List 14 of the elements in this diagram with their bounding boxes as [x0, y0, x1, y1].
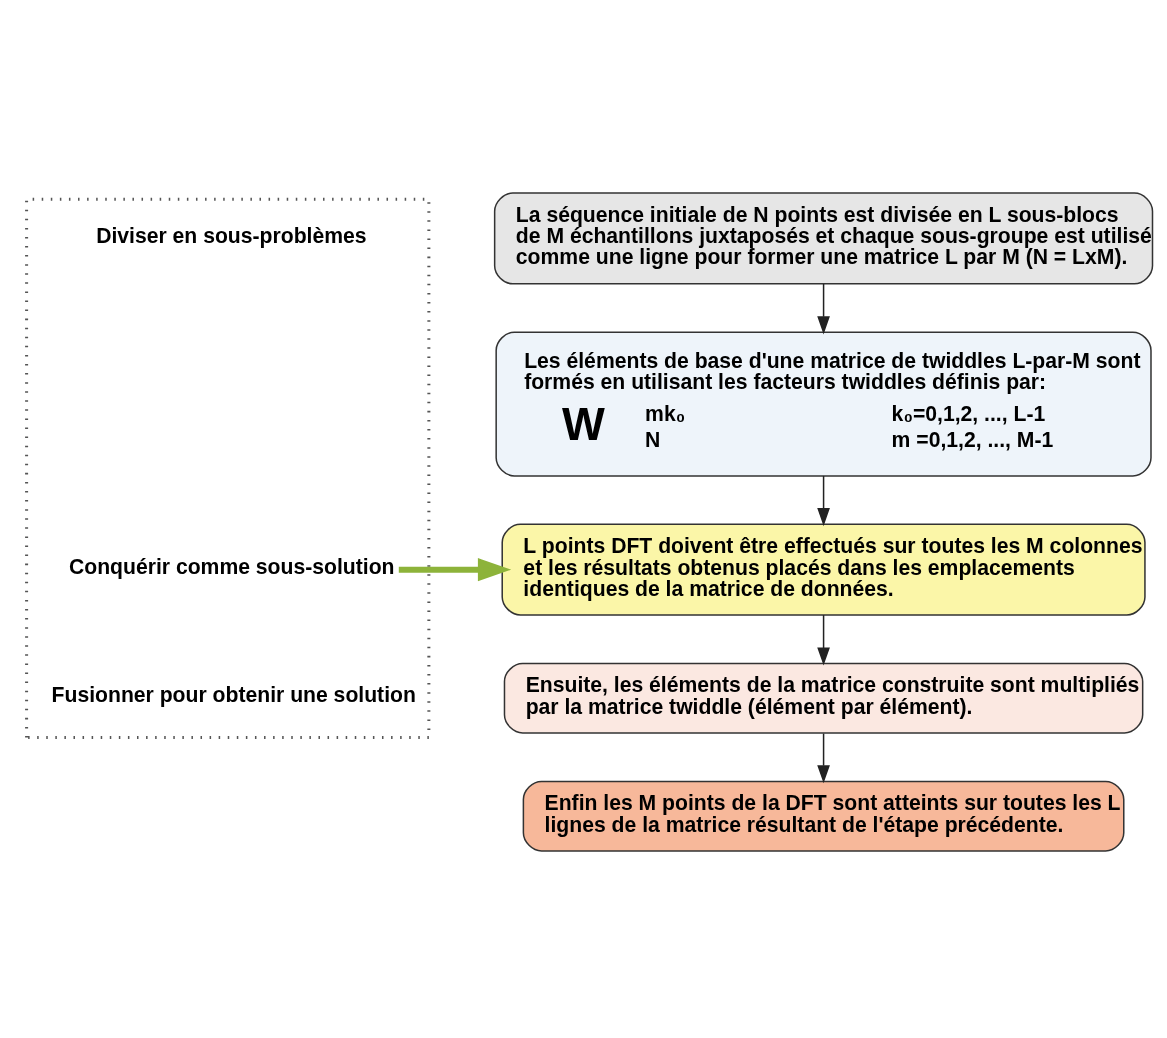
- arrow: [817, 732, 830, 784]
- node-box: Les éléments de base d'une matrice de twiddles L-par-M sont formés en utilisant les facteurs twiddles définis par: W mk₀ k₀=0,1,2, ..., L-1 N m =0,1,2, ..., M-1: [495, 331, 1152, 477]
- arrow: [817, 475, 830, 527]
- node-box: L points DFT doivent être effectués sur toutes les M colonnes et les résultats obtenus placés dans les emplacements identiques de la matrice de données.: [501, 523, 1146, 616]
- arrow: [817, 614, 830, 666]
- arrow: [398, 558, 512, 582]
- node-text: Conquérir comme sous-solution: [68, 554, 395, 578]
- cluster: [25, 197, 431, 740]
- node-box: La séquence initiale de N points est divisée en L sous-blocs de M échantillons juxtaposés et chaque sous-groupe est utilisé comme une ligne pour former une matrice L par M (N = LxM).: [493, 192, 1154, 285]
- arrow: [817, 283, 830, 335]
- node-box: Enfin les M points de la DFT sont atteints sur toutes les L lignes de la matrice résultant de l'étape précédente.: [522, 780, 1125, 852]
- node-box: Ensuite, les éléments de la matrice construite sont multipliés par la matrice twiddle (élément par élément).: [503, 662, 1144, 734]
- node-text: Fusionner pour obtenir une solution: [51, 683, 416, 707]
- node-text: Diviser en sous-problèmes: [96, 223, 367, 247]
